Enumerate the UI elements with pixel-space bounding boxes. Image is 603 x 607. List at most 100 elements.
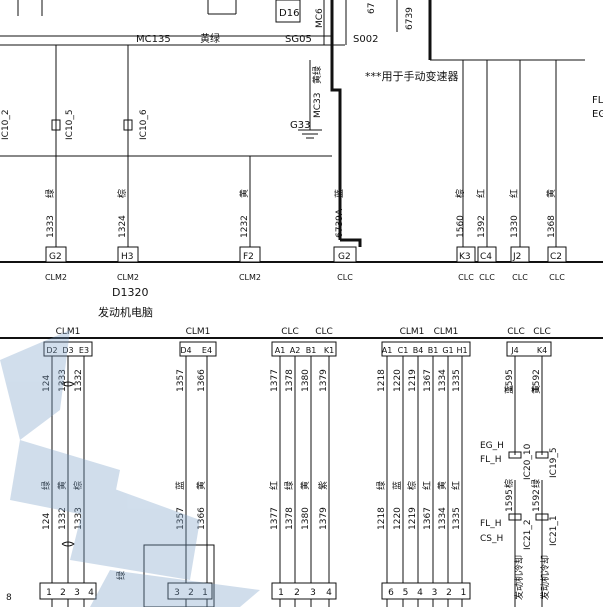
- wire-1366-lower: 1366: [197, 507, 207, 530]
- group-header: CLC: [315, 327, 333, 337]
- wire-color: 蓝: [333, 189, 345, 198]
- pin-A1: A1: [382, 346, 393, 355]
- ic10-6-label: IC10_6: [139, 109, 149, 140]
- wire-1357: 1357: [176, 369, 186, 392]
- bottom-pin: 1: [46, 588, 52, 598]
- wire-1366: 1366: [197, 369, 207, 392]
- group-header: CLM1: [56, 327, 81, 337]
- wire-1333: 1333: [58, 369, 68, 392]
- wire-color: 黄: [530, 385, 542, 394]
- wire-1560: 1560: [456, 215, 466, 238]
- wire-color: 红: [450, 481, 462, 490]
- wire-color: 红: [268, 481, 280, 490]
- wire-1378: 1378: [285, 369, 295, 392]
- group-header: CLM1: [434, 327, 459, 337]
- s002-label: S002: [353, 34, 378, 45]
- wire-color: 红: [508, 189, 520, 198]
- ic21-2-label: IC21_2: [523, 519, 533, 550]
- pin-B1: B1: [428, 346, 439, 355]
- wire-1368: 1368: [547, 215, 557, 238]
- module-code: D1320: [112, 286, 148, 299]
- ic19-5-label: IC19_5: [549, 447, 559, 478]
- wire-6739A: 6739A: [335, 208, 345, 238]
- group-header: CLM1: [400, 327, 425, 337]
- module-name: 发动机电脑: [98, 305, 153, 319]
- bottom-pin: 2: [294, 588, 300, 598]
- pin-C4: C4: [480, 252, 492, 262]
- connector-label: CLM2: [117, 273, 139, 282]
- wire-color: 黄: [299, 481, 311, 490]
- bottom-pin: 4: [417, 588, 423, 598]
- ic21-1-label: IC21_1: [549, 515, 559, 546]
- pin-F2: F2: [243, 252, 254, 262]
- wire-1380: 1380: [301, 369, 311, 392]
- pin-K3: K3: [459, 252, 471, 262]
- connector-label: CLM2: [239, 273, 261, 282]
- wire-color: 黄: [436, 481, 448, 490]
- wire-124-lower: 124: [42, 513, 52, 530]
- bottom-pin: 5: [403, 588, 409, 598]
- w67-label: 67: [367, 3, 377, 14]
- wire-1334: 1334: [438, 369, 448, 392]
- wire-color: 绿: [44, 189, 56, 198]
- pin-K1: K1: [324, 346, 334, 355]
- wire-color: 黄: [238, 189, 250, 198]
- connector-label: CLC: [458, 273, 474, 282]
- fl-label: FL: [592, 95, 603, 106]
- coolant-label-1: 发动机冷却: [513, 555, 525, 600]
- wire-color: 棕: [503, 479, 515, 488]
- cs-h-label: CS_H: [480, 534, 503, 544]
- bottom-pin: 3: [310, 588, 316, 598]
- wire-color: 黄: [545, 189, 557, 198]
- connector-label: CLM2: [45, 273, 67, 282]
- mc135-label: MC135: [136, 34, 171, 45]
- wire-1232: 1232: [240, 215, 250, 238]
- wire-1333-lower: 1333: [74, 507, 84, 530]
- wire-1220-lower: 1220: [393, 507, 403, 530]
- wire-1335-lower: 1335: [452, 507, 462, 530]
- wire-color: 蓝: [503, 385, 515, 394]
- group-header: CLC: [533, 327, 551, 337]
- wire-1379: 1379: [319, 369, 329, 392]
- bottom-pin: 2: [188, 588, 194, 598]
- sg05-label: SG05: [285, 34, 312, 45]
- pin-D2: D2: [46, 346, 57, 355]
- ic10-5-label: IC10_5: [65, 109, 75, 140]
- pin-C1: C1: [398, 346, 409, 355]
- bottom-pin: 4: [88, 588, 94, 598]
- mc6-label: MC6: [315, 8, 325, 28]
- wire-color: 蓝: [391, 481, 403, 490]
- harness-loop: [330, 0, 342, 240]
- pin-J4: J4: [510, 346, 518, 355]
- pin-E4: E4: [202, 346, 212, 355]
- wire-1219: 1219: [408, 369, 418, 392]
- wire-color: 黄: [56, 481, 68, 490]
- wire-1220: 1220: [393, 369, 403, 392]
- wire-1367-lower: 1367: [423, 507, 433, 530]
- pin-H3: H3: [121, 252, 134, 262]
- wire-color: 黄: [195, 481, 207, 490]
- bottom-pin: 6: [388, 588, 394, 598]
- coolant-label-2: 发动机冷却: [539, 555, 551, 600]
- wire-1332-lower: 1332: [58, 507, 68, 530]
- wire-1330: 1330: [510, 215, 520, 238]
- pin-G2: G2: [49, 252, 62, 262]
- w6739-label: 6739: [405, 7, 415, 30]
- pin-D4: D4: [180, 346, 191, 355]
- wire-1592-lower: 1592: [532, 489, 542, 512]
- wire-color: 红: [421, 481, 433, 490]
- wire-color: 绿: [40, 481, 52, 490]
- eg-h-label: EG_H: [480, 441, 504, 451]
- wire-124: 124: [42, 375, 52, 392]
- ic20-10-label: IC20_10: [523, 443, 533, 480]
- bottom-pin: 1: [278, 588, 284, 598]
- eg-label: EG: [592, 109, 603, 120]
- wire-1392: 1392: [477, 215, 487, 238]
- wire-color: 绿: [375, 481, 387, 490]
- wire-color: 紫: [318, 481, 329, 490]
- manual-transmission-note: ***用于手动变速器: [365, 69, 459, 83]
- wire-color: 棕: [116, 189, 128, 198]
- bottom-pin: 1: [461, 588, 467, 598]
- wire-1335: 1335: [452, 369, 462, 392]
- fl-h2-label: FL_H: [480, 519, 501, 529]
